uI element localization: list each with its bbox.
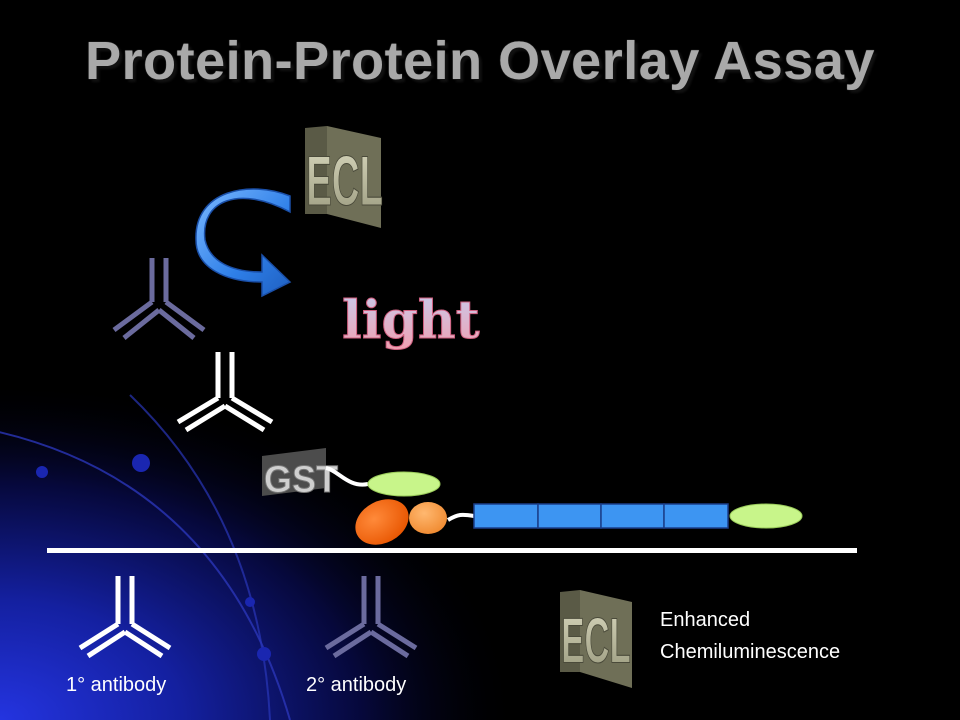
fusion-segment-3 — [600, 503, 665, 529]
decor-arc-2 — [129, 394, 271, 720]
decor-dot-3 — [245, 597, 255, 607]
legend-primary-antibody-label: 1° antibody — [66, 674, 167, 696]
reaction-arrow — [195, 188, 292, 298]
gst-wordart: GST — [262, 448, 339, 501]
legend-ecl-label: Enhanced Chemiluminescence — [660, 604, 840, 668]
membrane-line — [47, 548, 857, 553]
legend-ecl-line2: Chemiluminescence — [660, 641, 841, 663]
legend-secondary-antibody-icon — [324, 576, 418, 659]
fusion-protein — [473, 503, 729, 529]
fusion-segment-2 — [537, 503, 602, 529]
gst-linker — [325, 466, 369, 487]
fusion-segment-4 — [663, 503, 729, 529]
ecl-wordart-top-text: ECL — [306, 143, 383, 221]
orange-protein-large — [355, 499, 409, 545]
ecl-wordart-legend-text: ECL — [561, 604, 631, 676]
primary-antibody-middle — [176, 352, 274, 433]
fusion-linker — [446, 512, 475, 522]
slide-title: Protein-Protein Overlay Assay — [85, 31, 875, 91]
decor-dot-2 — [132, 454, 150, 472]
ecl-wordart-legend: ECL — [560, 590, 632, 688]
secondary-antibody-upper — [112, 258, 206, 340]
ecl-wordart-top: ECL — [305, 126, 383, 228]
light-wordart: light — [342, 290, 480, 351]
gst-wordart-text: GST — [264, 457, 339, 500]
orange-protein-small — [409, 502, 447, 534]
fusion-segment-1 — [473, 503, 539, 529]
legend-ecl-line1: Enhanced — [660, 609, 751, 631]
decor-dot-1 — [36, 466, 48, 478]
decor-dot-4 — [257, 647, 271, 661]
legend-primary-antibody-icon — [78, 576, 172, 659]
legend-secondary-antibody-label: 2° antibody — [306, 674, 407, 696]
lime-protein-oval-right — [729, 503, 803, 529]
lime-protein-oval-upper — [367, 471, 441, 497]
